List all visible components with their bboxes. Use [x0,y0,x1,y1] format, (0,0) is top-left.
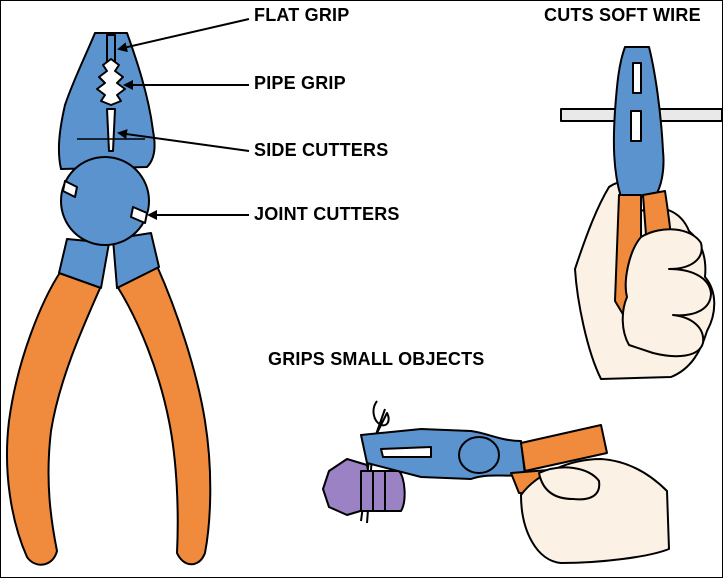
main-pliers [6,32,212,566]
joint-cutter-notch-left [62,180,78,198]
label-grips-small-objects: GRIPS SMALL OBJECTS [268,349,485,369]
label-side-cutters: SIDE CUTTERS [254,140,389,160]
cutting-wire-illustration [560,46,722,380]
label-cuts-soft-wire: CUTS SOFT WIRE [544,5,701,25]
right-shank [112,232,160,289]
joint-cutter-notch-right [130,206,148,224]
bolt-shaft [360,470,406,512]
pipe-grip-serrations [96,58,126,106]
thumb [538,466,601,501]
side-cutters-arrow [117,129,250,152]
gripping-illustration [322,400,670,564]
label-pipe-grip: PIPE GRIP [254,73,346,93]
flat-grip-arrow [117,18,250,53]
right-handle [116,265,212,566]
fingers [621,228,712,358]
left-handle [6,270,102,566]
callout-arrows [117,18,250,220]
side-cutters-slot [106,108,116,152]
label-flat-grip: FLAT GRIP [254,5,350,25]
label-joint-cutters: JOINT CUTTERS [254,204,400,224]
joint-disc [60,156,150,246]
gripping-handle-upper [520,424,608,472]
